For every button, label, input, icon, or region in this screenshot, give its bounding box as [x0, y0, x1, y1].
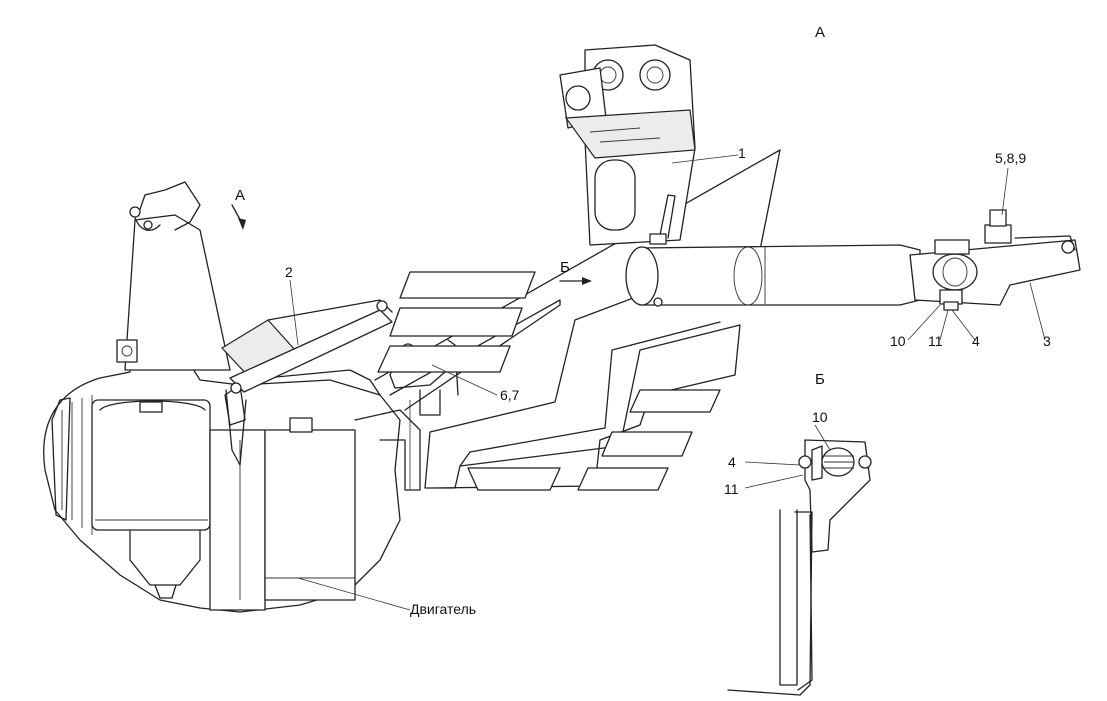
section-b-bracket	[727, 439, 872, 696]
view-b-title: Б	[815, 371, 825, 388]
intake-pipe	[124, 214, 231, 371]
slot-hole	[594, 159, 636, 231]
pipe-clamp	[116, 339, 138, 363]
callout-4: 4	[972, 333, 980, 349]
filter-cap	[139, 401, 163, 413]
engine-assembly	[43, 181, 421, 613]
callout-10: 10	[890, 333, 906, 349]
section-b-callout-4: 4	[728, 454, 736, 470]
bracket-2	[221, 299, 393, 466]
nut-5-8-9	[984, 224, 1012, 244]
engine-block	[264, 429, 356, 601]
view-arrow-a	[231, 204, 246, 230]
clamp-tube	[625, 244, 921, 307]
callout-1: 1	[738, 145, 746, 161]
leader-lines	[289, 154, 1046, 611]
callout-5-8-9: 5,8,9	[995, 150, 1026, 166]
callout-3: 3	[1043, 333, 1051, 349]
engine-label: Двигатель	[410, 601, 476, 617]
view-a-title: А	[815, 24, 825, 41]
bolt-head	[639, 59, 671, 91]
view-a-arrow-label: А	[235, 187, 245, 204]
engine-block-left	[209, 429, 266, 611]
callout-11: 11	[928, 333, 943, 349]
grille-slats	[377, 271, 721, 491]
view-b-arrow-label: Б	[560, 259, 570, 276]
view-arrow-b	[559, 277, 592, 285]
mount-bracket-1	[559, 44, 696, 246]
air-filter-body	[91, 399, 211, 531]
callout-2: 2	[285, 264, 293, 280]
clamp-3	[909, 209, 1081, 311]
section-b-callout-10: 10	[812, 409, 828, 425]
callout-6-7: 6,7	[500, 387, 520, 403]
section-b-callout-11: 11	[724, 481, 739, 497]
